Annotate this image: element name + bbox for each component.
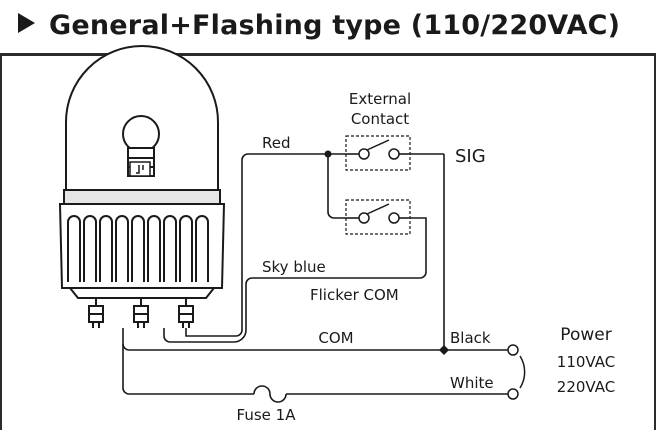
- wire-flicker: [163, 217, 427, 343]
- wire-white: [122, 344, 254, 395]
- signal-lamp-icon: [58, 45, 226, 328]
- fuse-icon: [253, 385, 287, 403]
- label-com: COM: [318, 329, 353, 347]
- wire-red: [185, 153, 328, 337]
- frame-border-left: [0, 56, 2, 430]
- label-sky-blue: Sky blue: [262, 258, 326, 276]
- wiring: [122, 153, 508, 403]
- page-title: General+Flashing type (110/220VAC): [18, 10, 620, 41]
- junction-red: [324, 150, 332, 158]
- terminal-left: [88, 298, 104, 328]
- flasher-switch-icon: [345, 199, 411, 235]
- label-white: White: [450, 374, 494, 392]
- label-110vac: 110VAC: [557, 353, 615, 371]
- label-flicker-com: Flicker COM: [310, 286, 399, 304]
- terminal-right: [178, 298, 194, 328]
- wire-red-branch: [327, 154, 348, 219]
- label-contact: Contact: [351, 110, 409, 128]
- power-terminals: [507, 344, 526, 400]
- title-text: General+Flashing type (110/220VAC): [49, 10, 621, 41]
- frame-border-right: [654, 56, 656, 430]
- switch-contact-icon: [345, 135, 411, 171]
- label-power: Power: [560, 325, 611, 345]
- terminal-middle: [133, 298, 149, 328]
- label-sig: SIG: [455, 146, 486, 167]
- title-bar: General+Flashing type (110/220VAC): [0, 0, 656, 56]
- label-220vac: 220VAC: [557, 378, 615, 396]
- right-triangle-icon: [18, 13, 35, 33]
- label-red: Red: [262, 134, 291, 152]
- label-black: Black: [450, 329, 491, 347]
- label-fuse: Fuse 1A: [237, 406, 297, 424]
- junction-com: [439, 345, 449, 355]
- label-external: External: [349, 90, 411, 108]
